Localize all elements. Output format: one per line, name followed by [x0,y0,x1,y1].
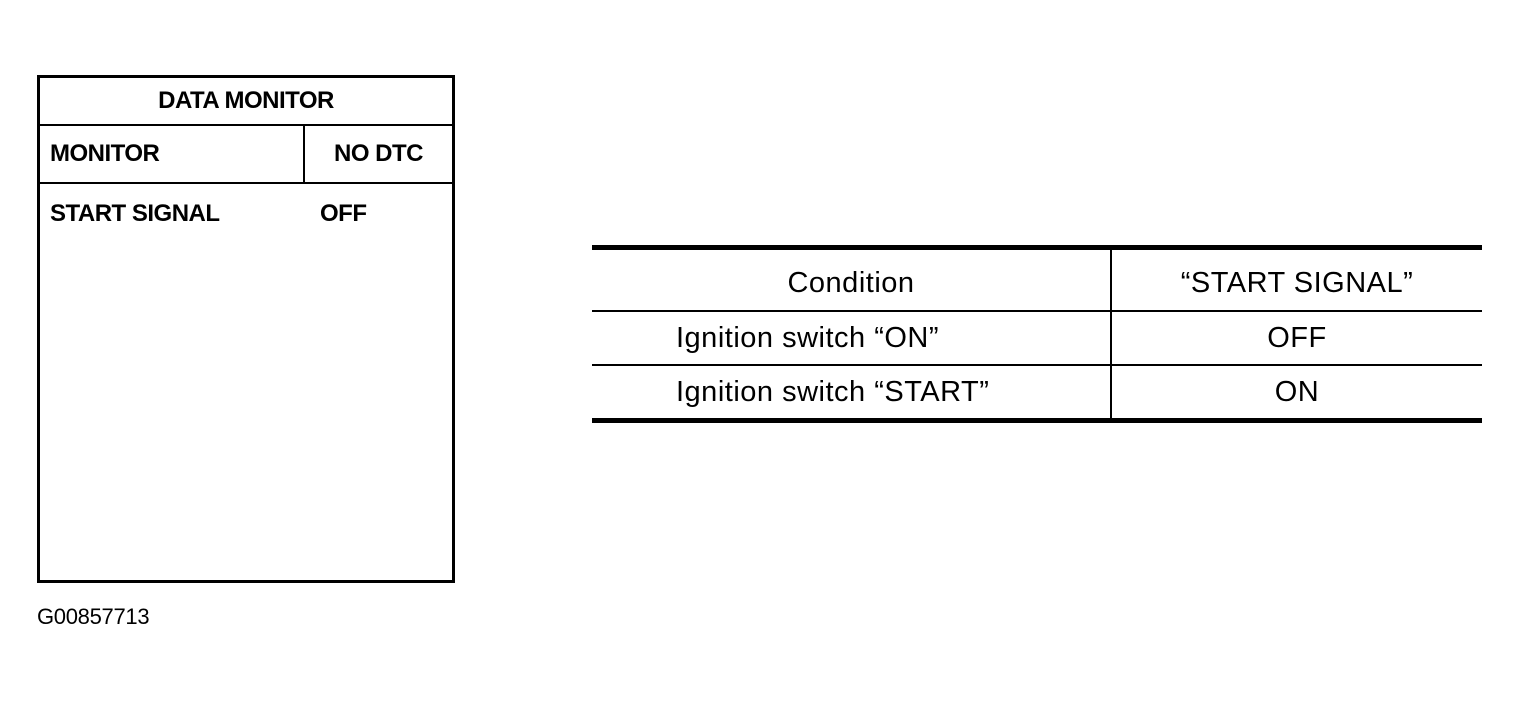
table-header-row: Condition “START SIGNAL” [592,245,1482,312]
monitor-item-value: OFF [320,200,367,227]
monitor-header-status: NO DTC [334,140,424,167]
signal-value-cell: OFF [1111,311,1482,366]
table-row: Ignition switch “START” ON [592,365,1482,423]
condition-cell: Ignition switch “ON” [592,311,1112,366]
condition-cell: Ignition switch “START” [592,365,1112,423]
figure-id: G00857713 [37,604,150,629]
monitor-row: START SIGNAL OFF [40,184,452,244]
monitor-item-name: START SIGNAL [50,200,220,227]
data-monitor-screen: DATA MONITOR MONITOR NO DTC START SIGNAL… [37,75,455,583]
table-row: Ignition switch “ON” OFF [592,311,1482,366]
condition-table: Condition “START SIGNAL” Ignition switch… [592,245,1482,423]
monitor-title: DATA MONITOR [40,78,452,126]
signal-value-cell: ON [1111,365,1482,423]
column-header-start-signal: “START SIGNAL” [1111,245,1482,312]
monitor-header: MONITOR NO DTC [40,126,452,184]
column-header-condition: Condition [592,245,1112,312]
monitor-header-label: MONITOR [40,126,305,182]
